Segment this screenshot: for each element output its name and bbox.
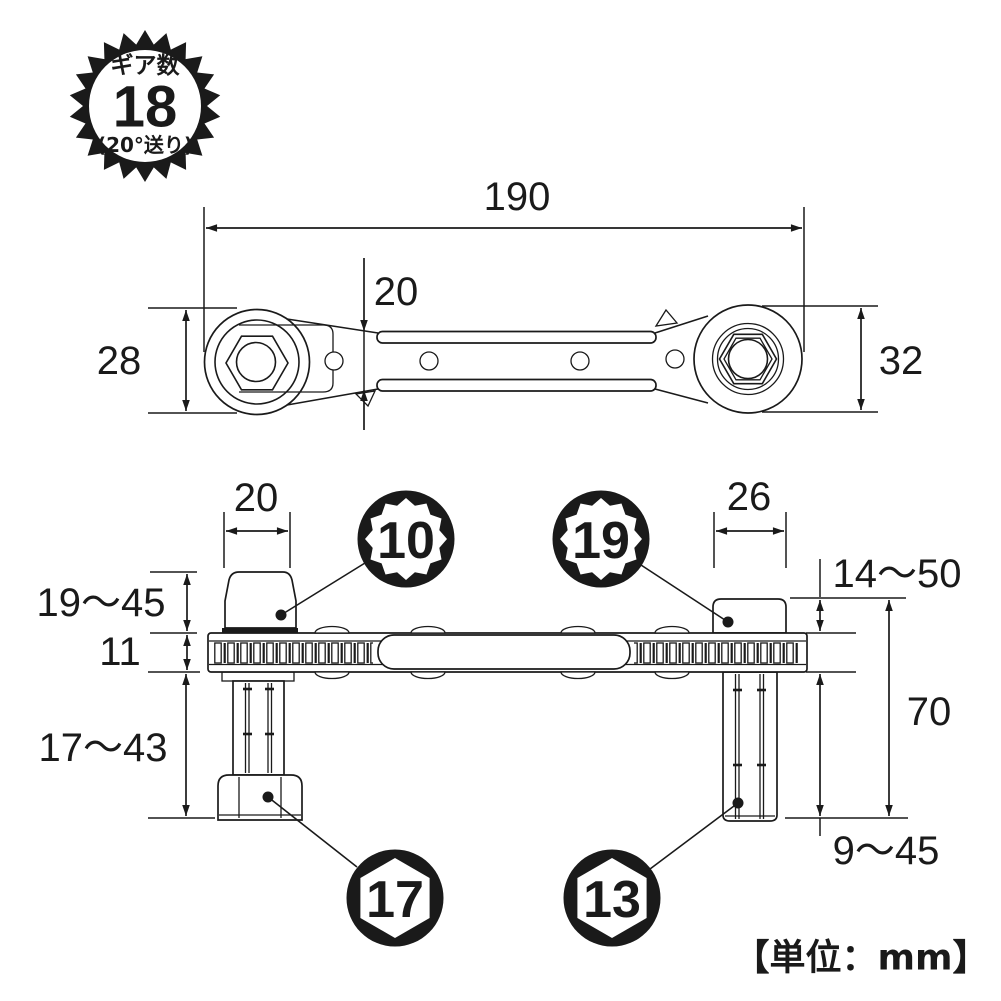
leader-line-13	[649, 802, 739, 870]
dim-lower-right-range: 9〜45	[833, 829, 940, 873]
dim-left-head: 28	[97, 339, 142, 383]
dim-drive-height: 20	[374, 270, 419, 314]
dim-overall-height: 70	[907, 690, 952, 734]
ratchet-teeth-left	[214, 641, 373, 664]
leader-dot-19	[722, 616, 734, 628]
dim-lower-left-range: 17〜43	[39, 726, 168, 770]
lower-right-tube-lines	[725, 674, 775, 819]
handle-holes	[324, 349, 685, 371]
dim-overall-length: 190	[484, 175, 551, 219]
right-head-ring-inner	[716, 327, 780, 391]
dim-right-drive-width: 26	[727, 475, 772, 519]
right-hex-socket-inner	[723, 337, 773, 381]
lower-left-hex-facets	[219, 777, 301, 818]
rivet-bumps	[314, 625, 690, 680]
dim-upper-right-range: 14〜50	[833, 552, 962, 596]
upper-left-socket	[222, 571, 298, 634]
right-head-outline	[693, 304, 803, 414]
dim-body-thickness: 11	[99, 630, 141, 674]
handle-bottom-slat	[376, 378, 657, 392]
badge-10-size: 10	[377, 512, 435, 570]
badge-13-hex: 13	[563, 849, 661, 947]
right-pawl-nub	[654, 308, 679, 327]
lower-left-collar	[221, 671, 295, 682]
gear-feed-note: (20°送り)	[97, 133, 193, 157]
left-hex-socket	[225, 335, 289, 391]
twelve-point-socket-icon	[365, 498, 447, 580]
left-head	[203, 308, 334, 416]
handle-hole	[570, 351, 590, 371]
lower-right-tube	[722, 671, 778, 822]
side-view-dimensions: 190 20 28 32	[97, 175, 924, 430]
socket-callouts: 10 19 17 13	[262, 490, 744, 947]
leader-dot-13	[732, 797, 744, 809]
handle-hole	[324, 351, 344, 371]
badge-17-size: 17	[366, 871, 424, 929]
badge-10-twelve-point: 10	[357, 490, 455, 588]
upper-right-socket	[712, 598, 787, 634]
twelve-point-socket-icon	[560, 498, 642, 580]
ratchet-teeth-right	[634, 641, 798, 664]
grip-plate	[377, 634, 631, 670]
hex-socket-icon	[577, 858, 647, 938]
handle-top-slat	[376, 330, 657, 344]
right-head	[693, 304, 803, 414]
right-hex-socket-outer	[718, 333, 778, 385]
dim-right-head: 32	[879, 339, 924, 383]
gear-count-badge: ギア数 18 (20°送り)	[69, 30, 221, 182]
front-view-drawing	[207, 571, 808, 822]
badge-19-size: 19	[572, 512, 630, 570]
leader-dot-17	[262, 791, 274, 803]
leader-line-19	[640, 564, 729, 623]
wrench-body	[207, 625, 808, 680]
upper-left-socket-band	[222, 628, 298, 634]
lower-left-socket	[217, 671, 303, 821]
right-socket-bore	[727, 338, 769, 380]
left-socket-bore	[235, 341, 277, 383]
leader-line-17	[267, 796, 358, 868]
left-head-ring	[214, 319, 300, 405]
dim-left-drive-width: 20	[234, 476, 279, 520]
right-head-ring-outer	[711, 322, 785, 396]
upper-left-socket-body	[224, 571, 297, 629]
side-view-drawing	[203, 304, 803, 416]
front-view-dimensions: 20 26 19〜45 11 17〜43 14〜50 70 9〜45	[37, 475, 962, 873]
handle-hole	[419, 351, 439, 371]
unit-note: 【単位：mm】	[733, 938, 988, 979]
badge-19-twelve-point: 19	[552, 490, 650, 588]
starburst-inner-disc	[89, 50, 201, 162]
hex-socket-icon	[360, 858, 430, 938]
lower-left-cylinder	[232, 680, 285, 776]
left-pawl-nub	[354, 390, 377, 408]
badge-17-hex: 17	[346, 849, 444, 947]
lower-right-socket	[722, 671, 778, 822]
dim-upper-left-range: 19〜45	[37, 581, 166, 625]
leader-line-10	[280, 562, 366, 616]
handle-hole	[665, 349, 685, 369]
lower-left-cylinder-lines	[243, 683, 274, 773]
gear-count-label: ギア数	[111, 53, 181, 79]
badge-13-size: 13	[583, 871, 641, 929]
gear-count-value: 18	[113, 75, 178, 140]
leader-dot-10	[275, 609, 287, 621]
left-head-outline	[203, 308, 311, 416]
